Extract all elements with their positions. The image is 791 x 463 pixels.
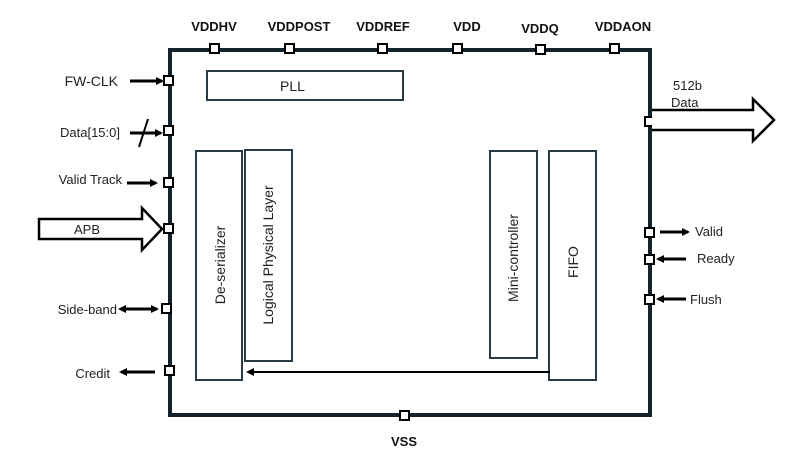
data-out-label: Data: [671, 95, 699, 110]
mini-controller-block: [489, 150, 538, 359]
pin-flush: [644, 294, 655, 305]
apb-bus-arrow: [37, 204, 164, 254]
pin-label-vddhv: VDDHV: [191, 19, 237, 34]
valid-label: Valid: [695, 224, 723, 239]
pin-side-band: [161, 303, 172, 314]
logical-physical-layer-label: Logical Physical Layer: [260, 185, 276, 325]
bus-width-slash: [138, 118, 149, 148]
credit-label: Credit: [75, 366, 110, 381]
data-in-label: Data[15:0]: [60, 125, 120, 140]
pin-fw-clk: [163, 75, 174, 86]
side-band-label: Side-band: [58, 302, 117, 317]
pin-label-vddaon: VDDAON: [595, 19, 651, 34]
pin-vdd: [452, 43, 463, 54]
pll-label: PLL: [280, 78, 305, 94]
pin-vddq: [535, 44, 546, 55]
valid-track-label: Valid Track: [59, 172, 123, 187]
pin-ready: [644, 254, 655, 265]
pin-data: [163, 125, 174, 136]
logical-physical-layer-block: [244, 149, 293, 362]
fw-clk-label: FW-CLK: [65, 73, 119, 89]
ready-label: Ready: [697, 251, 735, 266]
fifo-block: [548, 150, 597, 381]
pin-vddref: [377, 43, 388, 54]
deserializer-label: De-serializer: [212, 225, 228, 304]
pin-vddpost: [284, 43, 295, 54]
pll-block: [206, 70, 404, 101]
mini-controller-label: Mini-controller: [505, 214, 521, 302]
pin-label-vss: VSS: [391, 434, 417, 449]
pin-vddaon: [609, 43, 620, 54]
pin-valid: [644, 227, 655, 238]
flush-label: Flush: [690, 292, 722, 307]
pin-vss: [399, 410, 410, 421]
data-width-label: 512b: [673, 78, 702, 93]
pin-vddhv: [209, 43, 220, 54]
deserializer-block: [195, 150, 243, 381]
pin-label-vdd: VDD: [453, 19, 480, 34]
pin-apb: [163, 223, 174, 234]
data-out-bus-arrow: [652, 95, 776, 145]
pin-valid-track: [163, 177, 174, 188]
pin-credit: [164, 365, 175, 376]
pin-label-vddq: VDDQ: [521, 21, 559, 36]
fifo-label: FIFO: [565, 246, 581, 278]
pin-label-vddref: VDDREF: [356, 19, 410, 34]
pin-label-vddpost: VDDPOST: [268, 19, 331, 34]
apb-label: APB: [74, 222, 100, 237]
